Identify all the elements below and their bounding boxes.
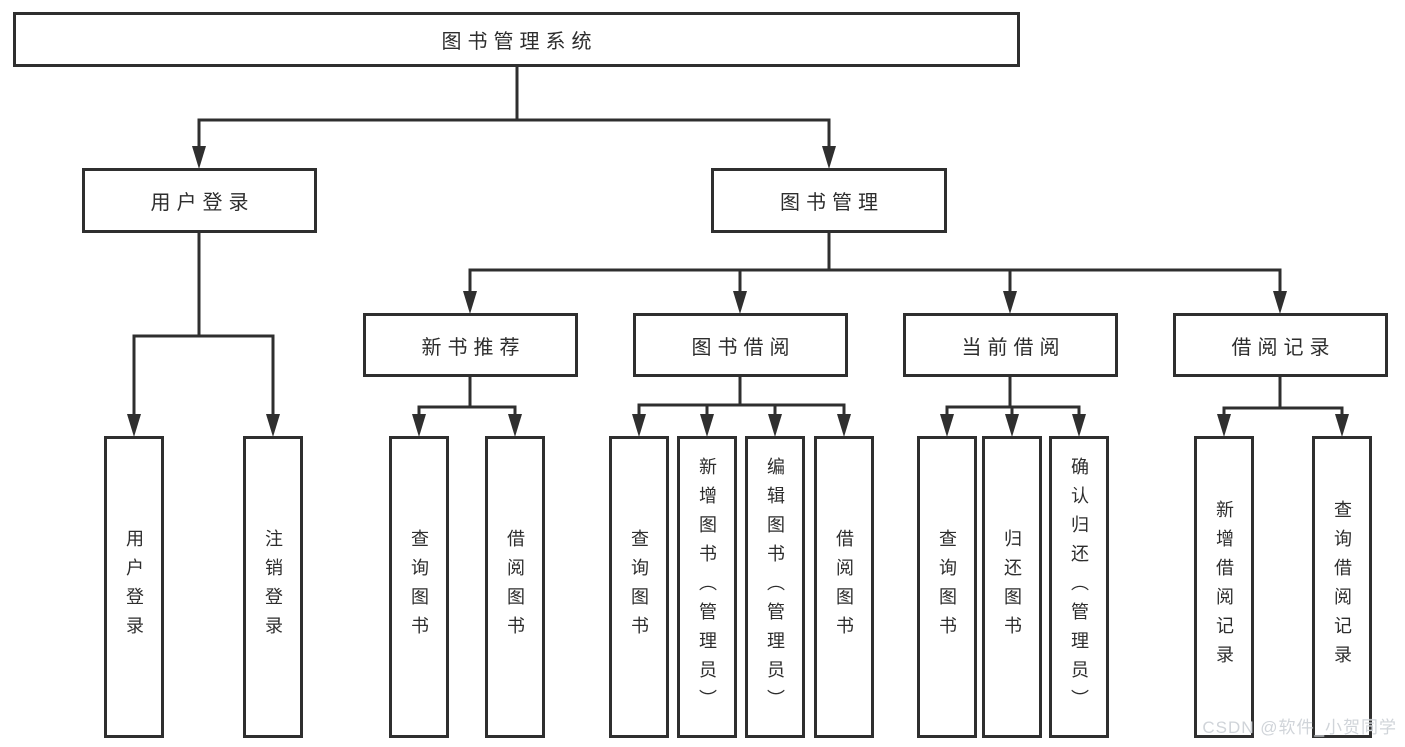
node-new-book-recommend: 新书推荐 — [363, 313, 578, 377]
leaf-add-book-admin-label: 新增图书（管理员） — [697, 456, 717, 718]
leaf-logout-label: 注销登录 — [263, 529, 283, 645]
node-user-login-branch: 用户登录 — [82, 168, 317, 233]
leaf-add-book-admin: 新增图书（管理员） — [677, 436, 737, 738]
leaf-confirm-return-admin: 确认归还（管理员） — [1049, 436, 1109, 738]
leaf-recommend-query-books-label: 查询图书 — [409, 529, 429, 645]
leaf-user-login: 用户登录 — [104, 436, 164, 738]
leaf-edit-book-admin-label: 编辑图书（管理员） — [765, 456, 785, 718]
leaf-current-query-books-label: 查询图书 — [937, 529, 957, 645]
leaf-logout: 注销登录 — [243, 436, 303, 738]
node-book-borrowing: 图书借阅 — [633, 313, 848, 377]
leaf-return-book: 归还图书 — [982, 436, 1042, 738]
leaf-borrow-books: 借阅图书 — [814, 436, 874, 738]
leaf-query-borrow-record: 查询借阅记录 — [1312, 436, 1372, 738]
leaf-borrow-query-books-label: 查询图书 — [629, 529, 649, 645]
node-book-management-branch: 图书管理 — [711, 168, 947, 233]
leaf-query-borrow-record-label: 查询借阅记录 — [1332, 500, 1352, 674]
node-root-library-system: 图书管理系统 — [13, 12, 1020, 67]
leaf-recommend-query-books: 查询图书 — [389, 436, 449, 738]
node-book-borrowing-label: 图书借阅 — [691, 336, 796, 359]
leaf-add-borrow-record-label: 新增借阅记录 — [1214, 500, 1234, 674]
leaf-return-book-label: 归还图书 — [1002, 529, 1022, 645]
node-book-management-label: 图书管理 — [780, 192, 884, 214]
leaf-borrow-query-books: 查询图书 — [609, 436, 669, 738]
leaf-current-query-books: 查询图书 — [917, 436, 977, 738]
node-root-label: 图书管理系统 — [441, 31, 598, 53]
node-borrowing-records: 借阅记录 — [1173, 313, 1388, 377]
node-current-borrowing-label: 当前借阅 — [961, 336, 1066, 359]
leaf-edit-book-admin: 编辑图书（管理员） — [745, 436, 805, 738]
node-user-login-label: 用户登录 — [150, 192, 255, 214]
leaf-user-login-label: 用户登录 — [124, 529, 144, 645]
leaf-recommend-borrow-books-label: 借阅图书 — [505, 529, 525, 645]
node-borrowing-records-label: 借阅记录 — [1231, 336, 1336, 359]
node-current-borrowing: 当前借阅 — [903, 313, 1118, 377]
leaf-add-borrow-record: 新增借阅记录 — [1194, 436, 1254, 738]
leaf-confirm-return-admin-label: 确认归还（管理员） — [1069, 456, 1089, 718]
leaf-recommend-borrow-books: 借阅图书 — [485, 436, 545, 738]
node-new-book-recommend-label: 新书推荐 — [421, 336, 526, 359]
leaf-borrow-books-label: 借阅图书 — [834, 529, 854, 645]
csdn-watermark: CSDN @软件_小贺同学 — [1202, 718, 1397, 737]
